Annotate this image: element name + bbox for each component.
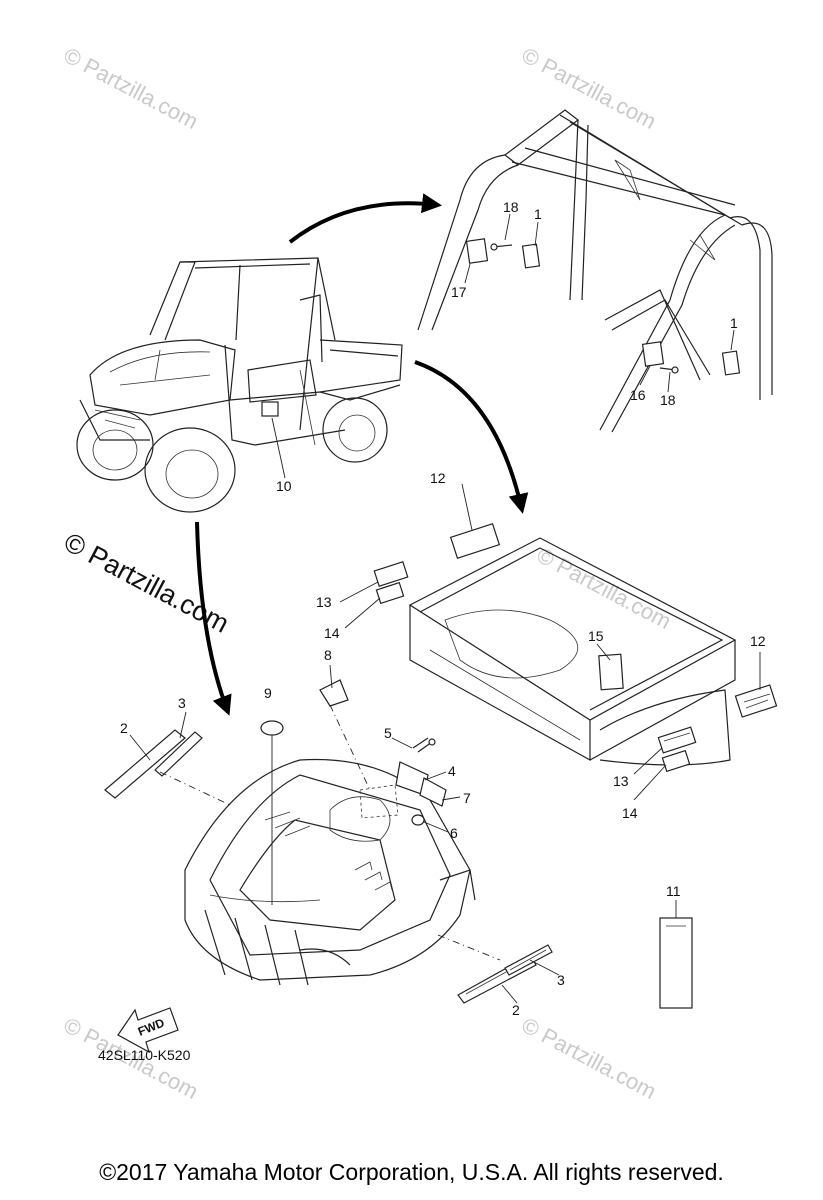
- part-label: 16: [630, 387, 646, 403]
- part-label: 2: [120, 720, 128, 736]
- part-labels: 18 1 17 1 16 18 10 12 13 14 15 12 13 14 …: [120, 199, 766, 1018]
- part-label: 1: [534, 206, 542, 222]
- decal-sheet-11: [659, 917, 693, 1009]
- decal-12-location: [734, 684, 778, 718]
- part-label: 14: [324, 625, 340, 641]
- watermark: © Partzilla.com: [533, 542, 676, 634]
- part-label: 8: [324, 647, 332, 663]
- decal-2-location: [104, 729, 186, 799]
- part-label: 5: [384, 725, 392, 741]
- watermark: © Partzilla.com: [518, 1012, 661, 1104]
- part-label: 18: [660, 392, 676, 408]
- watermark-dark: © Partzilla.com: [59, 527, 234, 639]
- decal-17-location: [465, 238, 489, 264]
- arrow-to-roll-cage: [288, 193, 442, 244]
- decal-14-location: [375, 581, 405, 605]
- part-label: 3: [557, 972, 565, 988]
- part-label: 10: [276, 478, 292, 494]
- part-label: 6: [450, 825, 458, 841]
- decal-10-location: [261, 401, 279, 417]
- part-label: 2: [512, 1002, 520, 1018]
- watermark-group: © Partzilla.com © Partzilla.com © Partzi…: [59, 42, 675, 1104]
- part-label: 13: [613, 773, 629, 789]
- arrow-to-hood: [195, 521, 232, 716]
- part-label: 9: [264, 685, 272, 701]
- copyright-notice: ©2017 Yamaha Motor Corporation, U.S.A. A…: [99, 1159, 724, 1185]
- part-label: 1: [730, 315, 738, 331]
- part-label: 15: [588, 628, 604, 644]
- decal-3-location: [154, 731, 203, 777]
- hood-assembly: [104, 679, 553, 1004]
- decal-13-location: [657, 726, 697, 754]
- part-label: 17: [451, 284, 467, 300]
- decal-14-location: [661, 749, 691, 773]
- roll-cage-detail: [417, 109, 773, 433]
- arrow-to-cargo-bed: [414, 360, 529, 514]
- part-label: 13: [316, 594, 332, 610]
- decal-1-location: [521, 243, 541, 269]
- vehicle-overview: [76, 257, 403, 513]
- part-label: 14: [622, 805, 638, 821]
- decal-7-location: [419, 777, 447, 807]
- watermark: © Partzilla.com: [518, 42, 661, 134]
- part-label: 7: [463, 790, 471, 806]
- part-label: 4: [448, 763, 456, 779]
- part-label: 12: [750, 633, 766, 649]
- part-label: 12: [430, 470, 446, 486]
- direction-arrows: [195, 193, 529, 716]
- part-label: 11: [666, 883, 681, 899]
- decal-9-location: [260, 720, 284, 736]
- decal-1-location: [721, 350, 741, 376]
- watermark: © Partzilla.com: [60, 42, 203, 134]
- leader-lines: [129, 213, 761, 1004]
- fwd-arrow-symbol: FWD: [117, 1007, 179, 1054]
- decal-16-location: [641, 341, 665, 367]
- cargo-bed: [373, 522, 778, 773]
- decal-12-location: [449, 522, 501, 560]
- part-label: 3: [178, 695, 186, 711]
- part-label: 18: [503, 199, 519, 215]
- reference-code: 42SL110-K520: [98, 1047, 191, 1063]
- decal-15-location: [598, 653, 624, 691]
- decal-8-location: [319, 679, 349, 707]
- decal-13-location: [373, 561, 409, 587]
- decal-11-location: [659, 917, 693, 1009]
